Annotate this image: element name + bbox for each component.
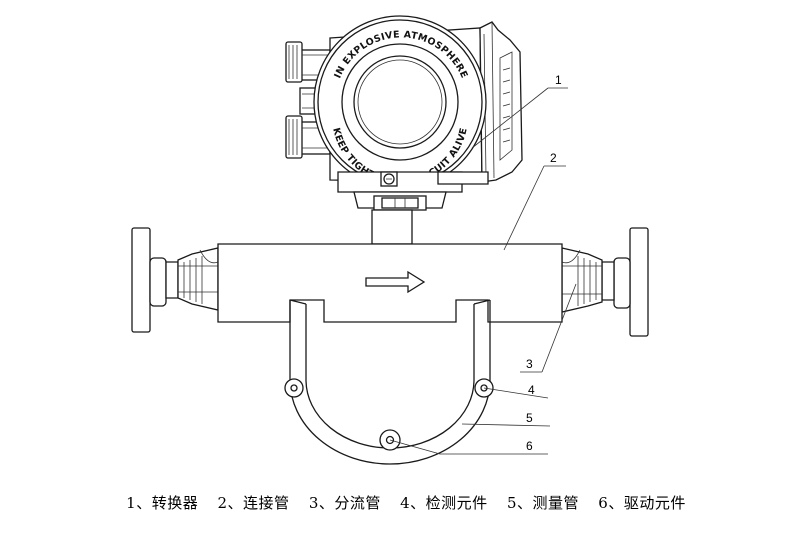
callout-4-number: 4 (528, 383, 535, 397)
left-flange (131, 227, 219, 333)
legend-item-converter: 1、转换器 (126, 494, 199, 512)
legend-item-splitter-pipe: 3、分流管 (308, 494, 381, 512)
sensing-element-left (284, 378, 304, 398)
legend-item-sensing-element: 4、检测元件 (400, 494, 488, 512)
right-flange (561, 227, 649, 337)
callout-4: 4 (483, 383, 549, 399)
connecting-pipe (217, 243, 563, 323)
callout-1: 1 (471, 73, 568, 149)
callout-5: 5 (461, 411, 551, 427)
callout-2: 2 (503, 151, 566, 251)
callout-6: 6 (389, 439, 548, 455)
callout-6-number: 6 (526, 439, 533, 453)
callout-5-number: 5 (526, 411, 533, 425)
callout-3-number: 3 (526, 357, 533, 371)
display-window (313, 15, 487, 189)
lock-screw-icon (380, 171, 398, 187)
legend-item-drive-element: 6、驱动元件 (598, 494, 686, 512)
legend-item-connecting-pipe: 2、连接管 (217, 494, 290, 512)
legend-item-measuring-tube: 5、测量管 (506, 494, 580, 512)
flow-direction-arrow-icon (365, 270, 426, 294)
cable-gland-bottom (285, 115, 331, 159)
callout-3: 3 (520, 283, 577, 373)
callout-2-number: 2 (550, 151, 557, 165)
callout-1-number: 1 (555, 73, 562, 87)
converter-housing: IN EXPLOSIVE ATMOSPHERE KEEP TIGHT WHEN … (285, 15, 523, 245)
legend-caption: 1、转换器 2、连接管 3、分流管 4、检测元件 5、测量管 6、驱动元件 (0, 492, 812, 520)
